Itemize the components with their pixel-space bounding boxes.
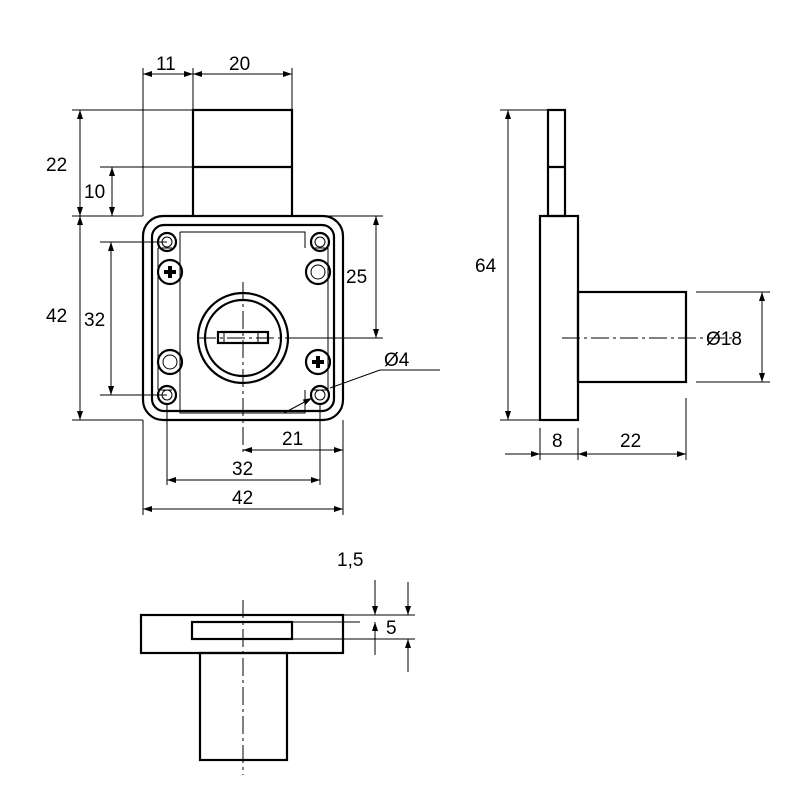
- dim-cam-width: 20: [229, 54, 250, 75]
- plain-hole-left: [156, 348, 184, 376]
- dim-slot-width: 5: [386, 618, 397, 639]
- top-dimensions: 1,5 5: [292, 550, 415, 672]
- screw-right-icon: [304, 348, 332, 376]
- dim-plate-thickness: 8: [552, 431, 563, 452]
- dim-center-to-edge: 21: [282, 429, 303, 450]
- dim-cam-step: 10: [84, 182, 105, 203]
- plain-hole-right: [304, 258, 332, 286]
- front-view: [141, 108, 345, 455]
- dim-hole-vertical: 32: [84, 310, 105, 331]
- side-dimensions: 64 Ø18 8 22: [475, 109, 770, 460]
- dim-hole-horizontal: 32: [232, 459, 253, 480]
- dim-cam-offset: 11: [156, 54, 176, 75]
- mounting-plate-side: [538, 214, 580, 422]
- dim-total-height: 64: [475, 256, 497, 277]
- dim-hole-upper: 25: [346, 267, 367, 288]
- slot-top: [190, 620, 294, 641]
- side-view: [538, 108, 735, 422]
- dim-body-height: 42: [46, 306, 67, 327]
- dim-cylinder-length: 22: [620, 431, 641, 452]
- dim-cylinder-diameter: Ø18: [706, 329, 742, 350]
- cylinder-side: [576, 290, 688, 384]
- dim-cam-height: 22: [46, 155, 67, 176]
- cam-bolt-side: [546, 108, 567, 218]
- plate-top: [139, 613, 345, 655]
- dim-hole-diameter: Ø4: [384, 350, 410, 371]
- dim-body-width: 42: [232, 488, 253, 509]
- front-dimensions: 11 20 22 10 42 32 25 Ø4 21 32 42: [46, 54, 440, 515]
- screw-left-icon: [156, 258, 184, 286]
- mounting-hole-top-right: [309, 231, 331, 253]
- dim-slot-offset: 1,5: [337, 550, 363, 571]
- cam-bolt: [191, 108, 294, 220]
- top-view: [139, 600, 345, 775]
